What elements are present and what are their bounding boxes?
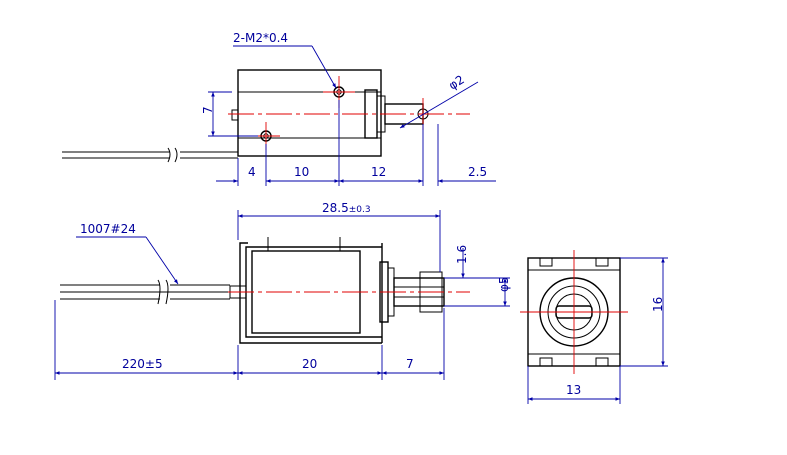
dim-2-5: 2.5 — [468, 165, 487, 179]
dim-end-width: 13 — [566, 383, 581, 397]
dim-body-length: 28.5±0.3 — [322, 201, 371, 215]
dim-7: 7 — [406, 357, 414, 371]
top-body-outline — [237, 69, 382, 157]
dim-20: 20 — [302, 357, 317, 371]
top-view: 2-M2*0.4 φ2 7 4 10 12 2.5 — [62, 31, 496, 186]
dim-plunger-diameter: φ5 — [497, 276, 511, 292]
pin-diameter-label: φ2 — [446, 72, 467, 92]
dim-wire-length: 220±5 — [122, 357, 163, 371]
hole-note-label: 2-M2*0.4 — [233, 31, 288, 45]
dim-height-7: 7 — [201, 106, 215, 114]
wire-label: 1007#24 — [80, 222, 136, 236]
dim-gap: 1.6 — [455, 245, 469, 264]
dim-end-height: 16 — [651, 297, 665, 312]
end-view: 16 13 — [520, 250, 668, 404]
dim-10: 10 — [294, 165, 309, 179]
front-view: 1007#24 28.5±0.3 1.6 φ5 220±5 20 7 — [54, 201, 511, 380]
dim-12: 12 — [371, 165, 386, 179]
dim-4: 4 — [248, 165, 256, 179]
